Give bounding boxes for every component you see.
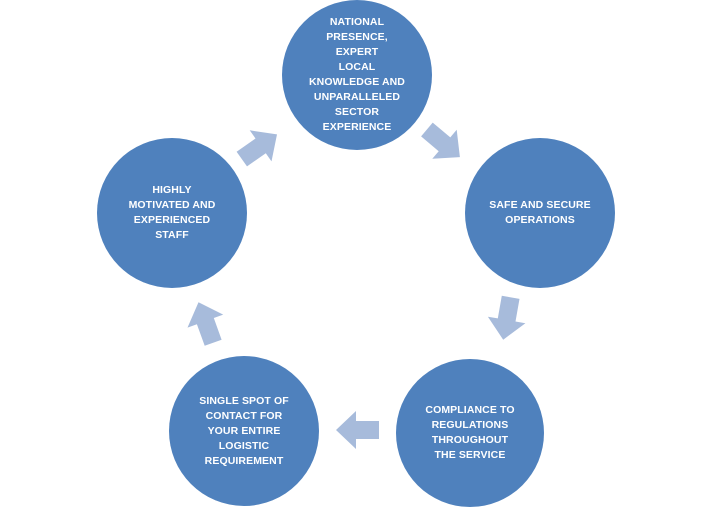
node-label: NATIONAL PRESENCE, EXPERT LOCAL KNOWLEDG… <box>309 16 405 133</box>
arrow-up-right-icon <box>236 130 277 167</box>
arrow-down-icon <box>487 295 526 340</box>
arrow-right-down-icon <box>421 122 460 159</box>
node-label: COMPLIANCE TO REGULATIONS THROUGHOUT THE… <box>425 404 515 461</box>
node-national-presence: NATIONAL PRESENCE, EXPERT LOCAL KNOWLEDG… <box>282 0 432 150</box>
node-single-spot: SINGLE SPOT OF CONTACT FOR YOUR ENTIRE L… <box>169 356 319 506</box>
node-label: SAFE AND SECURE OPERATIONS <box>489 199 591 226</box>
node-highly-motivated: HIGHLY MOTIVATED AND EXPERIENCED STAFF <box>97 138 247 288</box>
node-compliance: COMPLIANCE TO REGULATIONS THROUGHOUT THE… <box>396 359 544 507</box>
node-safe-secure: SAFE AND SECURE OPERATIONS <box>465 138 615 288</box>
arrow-up-icon <box>187 302 224 346</box>
node-label: SINGLE SPOT OF CONTACT FOR YOUR ENTIRE L… <box>199 394 289 467</box>
node-label: HIGHLY MOTIVATED AND EXPERIENCED STAFF <box>128 184 216 241</box>
arrow-left-icon <box>336 411 379 449</box>
